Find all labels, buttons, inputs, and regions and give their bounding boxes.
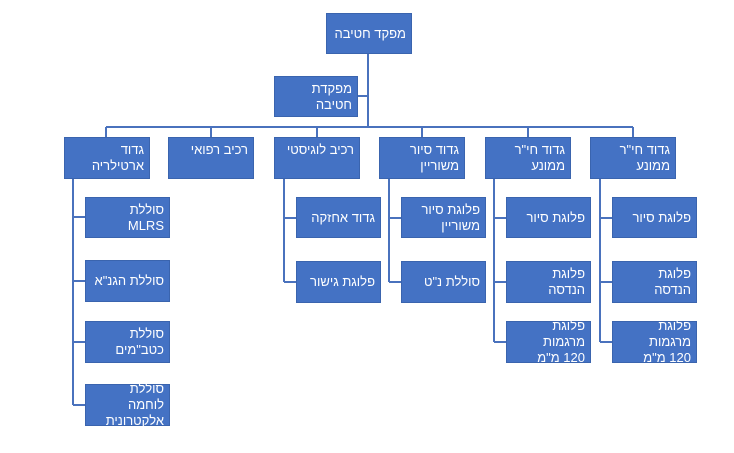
armored-recon-company-node: פלוגת סיור משוריין (401, 197, 486, 238)
mech-infantry-battalion-b-node: גדוד חי"ר ממונע (590, 137, 676, 179)
brigade-commander-node: מפקד חטיבה (326, 13, 412, 54)
mech-a-mortar-company-node: פלוגת מרגמות 120 מ"מ (506, 318, 591, 365)
mech-a-engineering-company-node: פלוגת הנדסה (506, 261, 591, 303)
mech-b-recon-company-node: פלוגת סיור (612, 197, 697, 238)
brigade-hq-node: מפקדת חטיבה (274, 76, 358, 117)
logistics-component-node: רכיב לוגיסטי (274, 137, 360, 179)
electronic-warfare-battery-node: סוללת לוחמה אלקטרונית (85, 381, 170, 428)
artillery-battalion-node: גדוד ארטילריה (64, 137, 150, 179)
maintenance-battalion-node: גדוד אחזקה (296, 197, 381, 238)
anti-tank-battery-node: סוללת נ"ט (401, 261, 486, 303)
mech-a-recon-company-node: פלוגת סיור (506, 197, 591, 238)
mech-b-mortar-company-node: פלוגת מרגמות 120 מ"מ (612, 318, 697, 365)
mlrs-battery-node: סוללת MLRS (85, 197, 170, 238)
medical-component-node: רכיב רפואי (168, 137, 254, 179)
mech-infantry-battalion-a-node: גדוד חי"ר ממונע (485, 137, 571, 179)
uav-battery-node: סוללת כטב"מים (85, 321, 170, 363)
armored-recon-battalion-node: גדוד סיור משוריין (379, 137, 465, 179)
mech-b-engineering-company-node: פלוגת הנדסה (612, 261, 697, 303)
air-defense-battery-node: סוללת הגנ"א (85, 260, 170, 302)
bridging-company-node: פלוגת גישור (296, 261, 381, 303)
